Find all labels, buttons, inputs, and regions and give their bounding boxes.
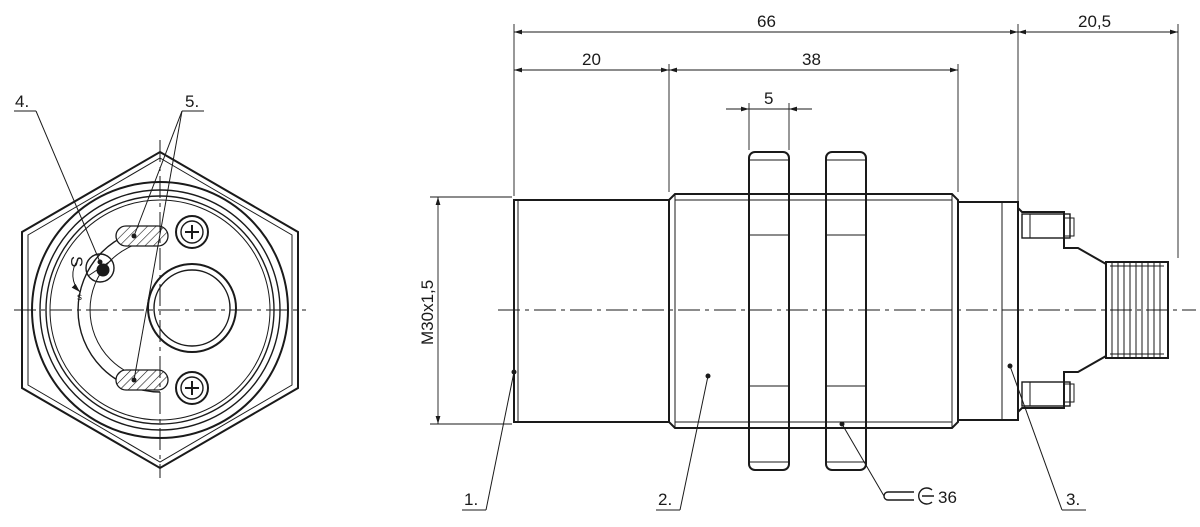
sensing-face (513, 199, 670, 423)
dim-5-label: 5 (764, 89, 773, 108)
front-view: S s 4. 5. (14, 92, 306, 478)
callout-3-leader (1009, 365, 1063, 511)
callout-5-dot-bottom (131, 377, 137, 383)
callout-2-leader (679, 375, 709, 511)
center-bore-inner (153, 269, 231, 347)
dim-38-label: 38 (802, 50, 821, 69)
wrench-dot (839, 421, 845, 427)
center-bore-outer (147, 263, 237, 353)
threaded-body (668, 193, 959, 429)
pot-label-small: s (77, 292, 82, 303)
led-window-bottom (115, 369, 169, 391)
connector-pin-bottom (1063, 383, 1075, 403)
wrench-icon (883, 487, 934, 505)
dim-20-label: 20 (582, 50, 601, 69)
callout-1-leader (485, 371, 515, 511)
diameter-label: M30x1,5 (418, 280, 437, 345)
lock-nut-2 (825, 151, 867, 471)
dim-66-label: 66 (757, 12, 776, 31)
rear-housing (957, 201, 1019, 421)
lock-nut-1 (748, 151, 790, 471)
callout-2-label: 2. (658, 490, 672, 509)
wrench-size-label: 36 (938, 488, 957, 507)
callout-5-leader-bottom (133, 110, 183, 381)
callout-4-label: 4. (15, 92, 29, 111)
side-view: M30x1,5 66 20,5 20 38 5 1. 2 (418, 12, 1196, 511)
callout-5-label: 5. (185, 92, 199, 111)
callout-4-dot (97, 259, 103, 265)
callout-2-dot (705, 373, 711, 379)
potentiometer (71, 253, 115, 293)
connector-pin-top (1063, 217, 1075, 237)
pot-label: S (67, 256, 86, 267)
callout-5-dot-top (131, 233, 137, 239)
screw-top (175, 215, 209, 249)
callout-1-dot (511, 369, 517, 375)
dim-20-5-label: 20,5 (1078, 12, 1111, 31)
led-window-top (115, 225, 169, 247)
callout-3-label: 3. (1066, 490, 1080, 509)
connector-tab-top (1021, 213, 1071, 239)
callout-1-label: 1. (464, 490, 478, 509)
screw-bottom (175, 371, 209, 405)
callout-3-dot (1007, 363, 1013, 369)
callout-5-leader-top (133, 110, 183, 237)
wrench-leader (841, 423, 885, 497)
connector-tab-bottom (1021, 381, 1071, 407)
callout-4-leader (35, 110, 101, 263)
